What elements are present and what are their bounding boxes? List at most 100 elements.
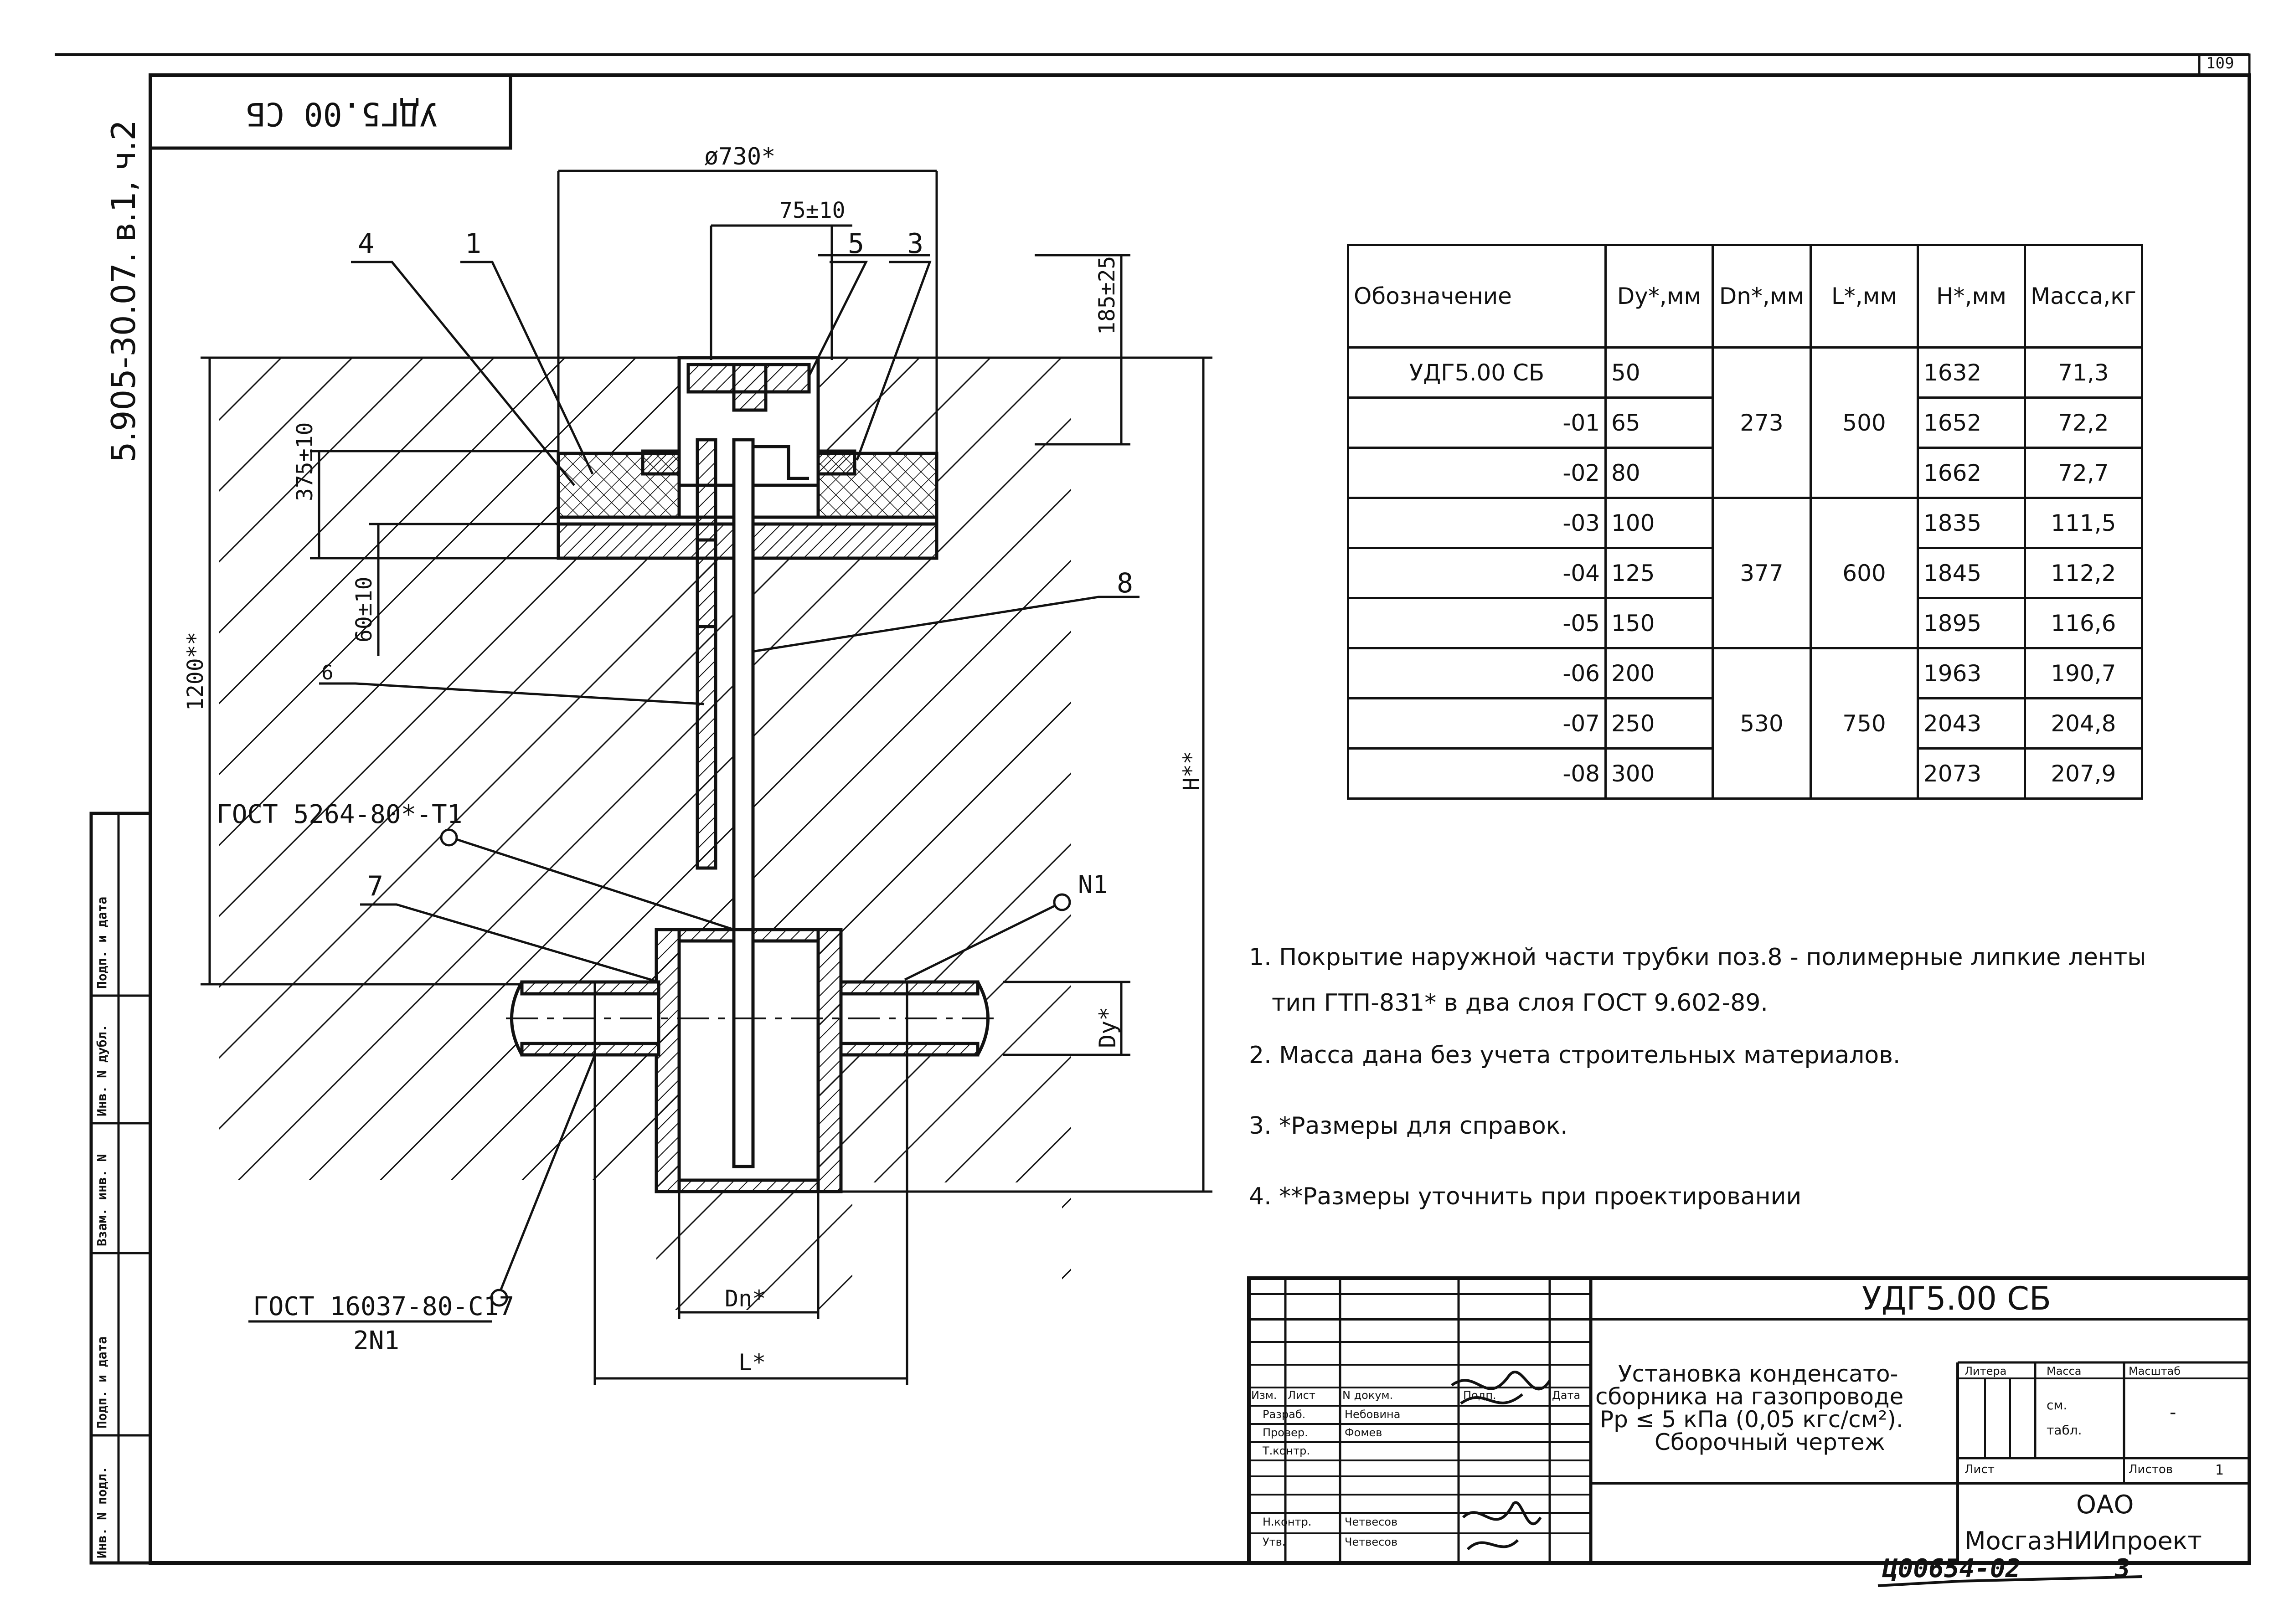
tb-litera-label: Литера (1964, 1365, 2007, 1377)
table-row: -04 125 1845 112,2 (1347, 547, 2143, 599)
row-mass: 112,2 (2024, 547, 2143, 599)
dim-offset: 75±10 (779, 198, 846, 223)
note-4: 4. **Размеры уточнить при проектировании (1249, 1183, 1802, 1210)
side-stamp-field-5: Инв. N подл. (94, 1466, 109, 1558)
row-mass: 207,9 (2024, 747, 2143, 800)
tb-col-doc: N докум. (1342, 1389, 1393, 1402)
group-l: 600 (1810, 497, 1919, 649)
standard-flange: ГОСТ 16037-80-С17 (253, 1292, 515, 1321)
row-designation: -05 (1347, 597, 1607, 649)
callout-6: 6 (321, 661, 334, 684)
side-stamp-field-2: Инв. N дубл. (94, 1024, 109, 1116)
row-designation: -07 (1347, 697, 1607, 750)
col-mass: Масса,кг (2024, 244, 2143, 349)
row-h: 1632 (1917, 346, 2026, 399)
callout-5: 5 (848, 228, 865, 260)
row-h: 1835 (1917, 497, 2026, 549)
title-line-4: Сборочный чертеж (1655, 1429, 1885, 1455)
row-dy: 80 (1604, 447, 1714, 499)
tb-sheets-value: 1 (2215, 1462, 2224, 1478)
tb-org-1: ОАО (2076, 1490, 2134, 1520)
tb-role-developer: Разраб. (1263, 1408, 1306, 1421)
tb-sheet-label: Лист (1964, 1463, 1995, 1476)
page-number: 109 (2206, 54, 2234, 72)
note-3: 3. *Размеры для справок. (1249, 1112, 1568, 1140)
table-row: -08 300 2073 207,9 (1347, 747, 2143, 800)
group-dn: 273 (1712, 346, 1812, 499)
callout-8: 8 (1117, 567, 1134, 599)
row-designation: -02 (1347, 447, 1607, 499)
tb-org-2: МосгазНИИпроект (1964, 1526, 2202, 1555)
tb-scale-label: Масштаб (2129, 1365, 2181, 1377)
tb-mass-value-1: см. (2047, 1398, 2068, 1413)
tb-name-developer: Небовина (1345, 1408, 1401, 1421)
row-mass: 111,5 (2024, 497, 2143, 549)
spec-table: Обозначение Dy*,мм Dn*,мм L*,мм H*,мм Ма… (1347, 244, 2143, 800)
col-h: H*,мм (1917, 244, 2026, 349)
row-h: 1895 (1917, 597, 2026, 649)
tb-col-izm: Изм. (1251, 1389, 1277, 1402)
tb-name-ncontrol: Четвесов (1345, 1516, 1398, 1528)
row-h: 2043 (1917, 697, 2026, 750)
row-designation: -04 (1347, 547, 1607, 599)
callout-3: 3 (907, 228, 924, 260)
row-designation: -08 (1347, 747, 1607, 800)
row-mass: 72,2 (2024, 396, 2143, 449)
table-row: УДГ5.00 СБ 50 273 500 1632 71,3 (1347, 346, 2143, 499)
col-dn: Dn*,мм (1712, 244, 1812, 349)
tb-role-tcontrol: Т.контр. (1263, 1444, 1310, 1457)
leader-dot-n1 (1053, 893, 1071, 911)
col-designation: Обозначение (1347, 244, 1607, 349)
dimension-lines (201, 170, 1212, 1385)
pipes (506, 438, 1003, 1193)
signature-underline (1877, 1575, 2143, 1587)
row-designation: -01 (1347, 396, 1607, 449)
row-dy: 65 (1604, 396, 1714, 449)
tb-name-approver: Четвесов (1345, 1536, 1398, 1548)
tb-col-sign: Подп. (1463, 1389, 1496, 1402)
table-row: -06 200 530 750 1963 190,7 (1347, 647, 2143, 800)
row-mass: 72,7 (2024, 447, 2143, 499)
side-stamp-field-1: Подп. и дата (94, 896, 109, 989)
dim-dy: Dy* (1094, 1007, 1121, 1048)
row-designation: -06 (1347, 647, 1607, 699)
title-line-2: сборника на газопроводе (1595, 1383, 1904, 1410)
tb-mass-label: Масса (2047, 1365, 2082, 1377)
leader-dot-gost16037 (490, 1289, 508, 1307)
leader-dot-gost5264 (440, 828, 458, 847)
side-stamp-field-4: Подп. и дата (94, 1336, 109, 1429)
spec-table-header: Обозначение Dy*,мм Dn*,мм L*,мм H*,мм Ма… (1347, 244, 2143, 349)
row-dy: 200 (1604, 647, 1714, 699)
tb-mass-value-2: табл. (2047, 1423, 2082, 1438)
soil-hatching (219, 358, 1071, 1310)
row-h: 1845 (1917, 547, 2026, 599)
title-block-lines (1247, 1276, 2251, 1565)
row-designation: УДГ5.00 СБ (1347, 346, 1607, 399)
signature-scribbles (1451, 1371, 1551, 1551)
row-designation: -03 (1347, 497, 1607, 549)
copy-mark: 3 (2115, 1554, 2130, 1583)
dim-depth: 1200** (183, 632, 208, 711)
row-h: 2073 (1917, 747, 2026, 800)
inverted-doc-code: УДГ5.00 СБ (246, 95, 438, 133)
row-dy: 50 (1604, 346, 1714, 399)
note-2: 2. Масса дана без учета строительных мат… (1249, 1042, 1901, 1069)
row-dy: 250 (1604, 697, 1714, 750)
table-row: -05 150 1895 116,6 (1347, 597, 2143, 649)
standard-flange-sub: 2N1 (353, 1326, 400, 1356)
table-row: -02 80 1662 72,7 (1347, 447, 2143, 499)
row-dy: 150 (1604, 597, 1714, 649)
dim-dn: Dn* (725, 1285, 766, 1312)
row-h: 1963 (1917, 647, 2026, 699)
callout-1: 1 (465, 228, 482, 260)
row-dy: 125 (1604, 547, 1714, 599)
row-h: 1652 (1917, 396, 2026, 449)
row-dy: 100 (1604, 497, 1714, 549)
standard-tee: ГОСТ 5264-80*-Т1 (217, 800, 463, 829)
signature-mark: Ц00654-02 (1882, 1554, 2021, 1583)
row-mass: 190,7 (2024, 647, 2143, 699)
group-l: 750 (1810, 647, 1919, 800)
tb-sheets-label: Листов (2129, 1463, 2173, 1476)
note-1: 1. Покрытие наружной части трубки поз.8 … (1249, 944, 2146, 971)
